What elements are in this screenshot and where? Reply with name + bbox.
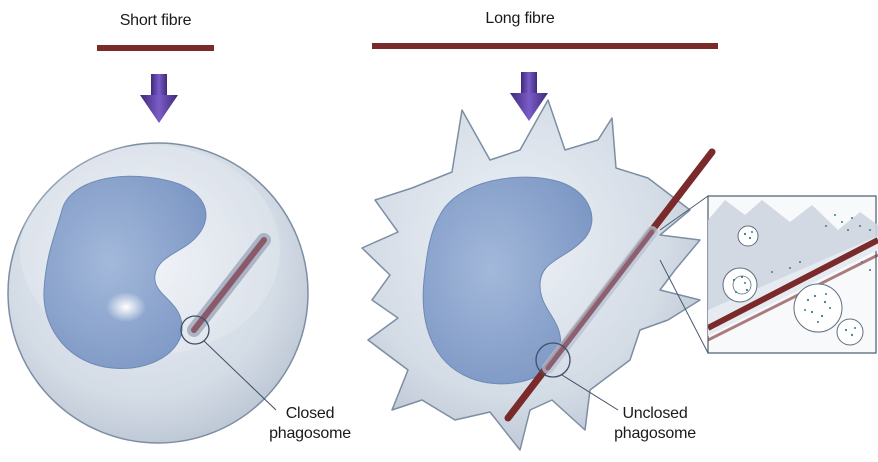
closed-phagosome-line2: phagosome [255,424,365,444]
short-fibre-label: Short fibre [97,12,214,30]
zoom-inset [708,196,878,353]
unclosed-phagosome-line2: phagosome [600,424,710,444]
unclosed-phagosome-line1: Unclosed [600,404,710,424]
closed-phagosome-line1: Closed [255,404,365,424]
unclosed-phagosome-label: Unclosed phagosome [600,404,710,444]
closed-phagosome-label: Closed phagosome [255,404,365,444]
arrow-down-icon [140,74,178,123]
long-fibre-label: Long fibre [460,10,580,28]
nucleus-glare [106,292,146,322]
